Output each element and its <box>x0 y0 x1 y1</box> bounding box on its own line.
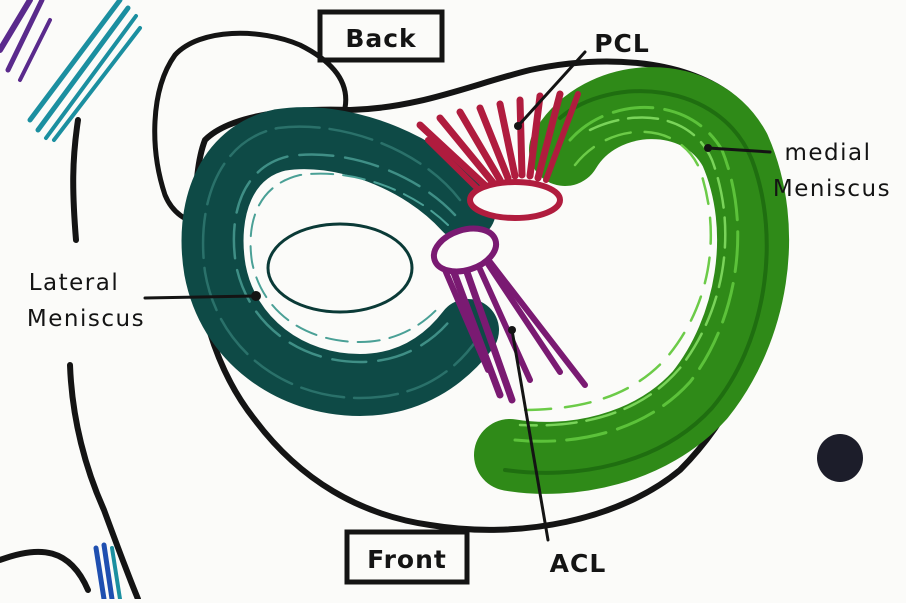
lateral-label-line2: Meniscus <box>27 306 145 332</box>
lateral-meniscus-center <box>268 224 412 312</box>
medial-label-line2: Meniscus <box>773 176 891 202</box>
acl-leader-dot <box>508 326 516 334</box>
medial-label-line1: medial <box>784 140 871 166</box>
lateral-leader <box>145 296 256 298</box>
pcl-label: PCL <box>594 29 650 58</box>
lateral-label-line1: Lateral <box>29 270 120 296</box>
back-label-text: Back <box>345 24 417 53</box>
acl-label: ACL <box>550 549 607 578</box>
pcl-leader-dot <box>514 122 522 130</box>
medial-leader-dot <box>704 144 712 152</box>
tibia-fibers-bottom-left <box>0 545 120 599</box>
femur-fibers-top-left <box>0 0 140 140</box>
left-bone-outline <box>70 120 138 599</box>
front-label: Front <box>347 532 467 582</box>
lateral-leader-dot <box>251 291 261 301</box>
back-label: Back <box>320 12 442 60</box>
pcl-attachment <box>470 182 560 218</box>
front-label-text: Front <box>367 545 447 574</box>
ink-dot <box>817 434 863 482</box>
